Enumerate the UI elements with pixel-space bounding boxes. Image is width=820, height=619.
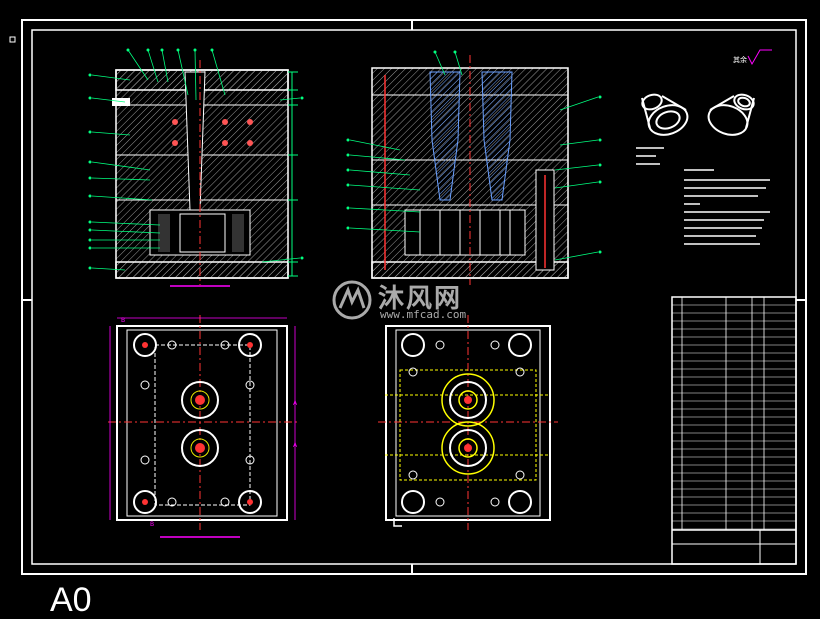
sheet-size-label: A0 (50, 581, 92, 619)
watermark-url: www.mfcad.com (380, 308, 467, 321)
svg-text:B: B (121, 317, 125, 324)
corner-marker (9, 36, 16, 43)
section-view-a (88, 48, 304, 287)
parts-list-rows (672, 304, 796, 530)
part-iso-views (641, 93, 755, 136)
technical-notes (636, 147, 770, 245)
watermark: 沐风网 www.mfcad.com (330, 278, 500, 322)
section-view-b (346, 50, 602, 285)
plan-view-fixed-half (378, 315, 558, 530)
svg-text:A: A (293, 400, 298, 407)
parts-list-title-block (671, 296, 797, 565)
roughness-symbol: 其余 (733, 49, 772, 66)
watermark-chinese: 沐风网 (378, 284, 463, 314)
cad-drawing-canvas: 其余 (9, 19, 807, 575)
svg-text:A: A (293, 442, 298, 449)
roughness-label: 其余 (733, 55, 747, 64)
plan-view-moving-half: A A B B (108, 315, 298, 538)
svg-text:B: B (150, 521, 154, 528)
watermark-logo-icon (332, 280, 372, 320)
